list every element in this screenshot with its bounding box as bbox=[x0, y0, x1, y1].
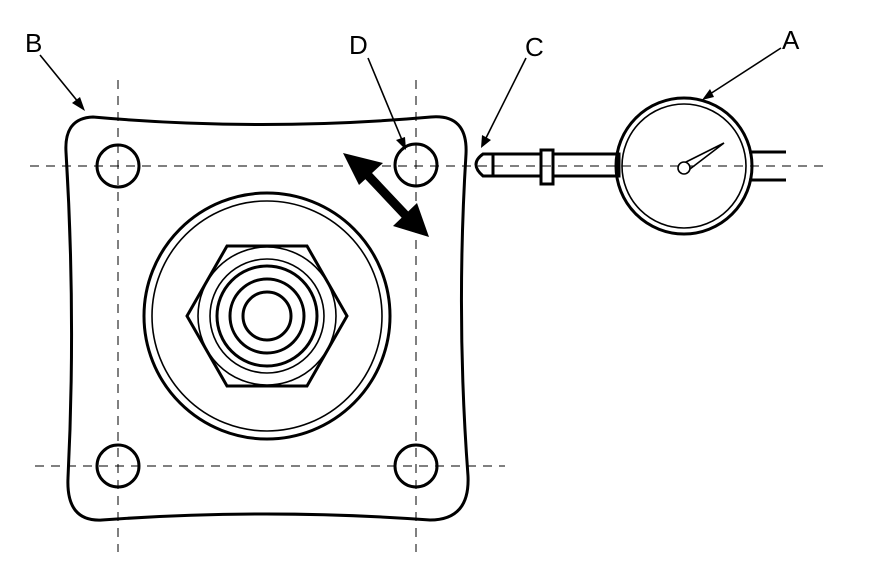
indicator-sleeve bbox=[551, 152, 621, 178]
bolt-hole-bottom-right bbox=[393, 443, 439, 489]
bolt-hole-bottom-left bbox=[95, 443, 141, 489]
callout-d: D bbox=[349, 30, 368, 60]
rotation-arrow bbox=[343, 153, 429, 237]
center-lines bbox=[30, 80, 830, 552]
indicator-collar bbox=[539, 148, 555, 186]
callout-a: A bbox=[782, 25, 800, 55]
hub-flange bbox=[64, 115, 470, 522]
bolt-hole-top-right bbox=[393, 142, 439, 188]
callout-b: B bbox=[25, 28, 42, 58]
spindle-nut bbox=[185, 244, 349, 388]
callout-c: C bbox=[525, 32, 544, 62]
indicator-pivot bbox=[677, 161, 691, 175]
bolt-holes bbox=[95, 142, 439, 489]
dial-indicator bbox=[474, 96, 786, 236]
leader-lines bbox=[39, 47, 782, 150]
indicator-dial bbox=[614, 96, 754, 236]
indicator-tip bbox=[474, 152, 493, 178]
hub-center bbox=[142, 191, 392, 441]
indicator-stem bbox=[491, 152, 543, 178]
bolt-hole-top-left bbox=[95, 143, 141, 189]
